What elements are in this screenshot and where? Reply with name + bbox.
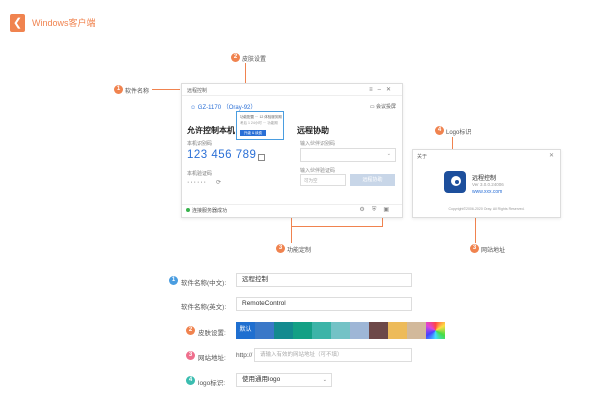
skin-swatch[interactable] <box>293 322 312 339</box>
callout-label-skin: 皮肤设置 <box>242 57 267 63</box>
name-en-label: 软件名称(英文): <box>181 304 227 311</box>
logo-select[interactable]: 使用通用logo ⌄ <box>236 373 332 387</box>
window-controls: ≡–✕ <box>369 86 396 93</box>
user-account[interactable]: ☺ GZ-1170 （Oray-92） <box>190 102 256 111</box>
copy-icon[interactable] <box>258 154 265 161</box>
partner-id-label: 输入伙伴识别码 <box>300 141 336 147</box>
about-window-title: 关于 <box>417 154 428 160</box>
skin-swatch[interactable] <box>407 322 426 339</box>
minimize-icon[interactable]: – <box>377 87 386 93</box>
callout-line <box>382 216 383 226</box>
close-icon[interactable]: ✕ <box>385 87 396 93</box>
user-name: GZ-1170 （Oray-92） <box>197 105 257 111</box>
partner-id-input[interactable]: ⌄ <box>300 148 396 162</box>
website-input[interactable]: 请输入有效的网站地址（可不填） <box>254 348 412 362</box>
form-badge-3: 3 <box>186 351 195 360</box>
logo-label: logo标识: <box>198 380 226 387</box>
name-cn-label: 软件名称(中文): <box>181 280 227 287</box>
skin-swatch[interactable] <box>255 322 274 339</box>
custom-color-picker-icon[interactable] <box>426 322 445 339</box>
allow-control-title: 允许控制本机 <box>187 126 235 135</box>
skin-swatch[interactable] <box>274 322 293 339</box>
about-website-link[interactable]: www.xxx.com <box>472 189 503 195</box>
shield-icon[interactable]: ⛨ <box>371 207 384 213</box>
callout-label-website: 网站地址 <box>481 248 506 254</box>
skin-swatch-default[interactable]: 默认 <box>236 322 255 339</box>
callout-badge-2: 2 <box>231 53 240 62</box>
connection-status: 连接服务器成功 <box>192 208 228 214</box>
form-badge-2: 2 <box>186 326 195 335</box>
lock-icon[interactable]: ▣ <box>383 207 396 213</box>
skin-swatch[interactable] <box>331 322 350 339</box>
skin-popup: 功能配置 ··· 12 体验服务期 考后 1 24小时 ··· 功能期 升级 &… <box>236 111 284 140</box>
callout-badge-1: 1 <box>114 85 123 94</box>
page-title: Windows客户端 <box>32 18 96 28</box>
about-window-preview: 关于 ✕ 远程控制 Ver 3.0.0.24006 www.xxx.com Co… <box>412 149 561 218</box>
popup-line: 功能配置 ··· 12 体验服务期 <box>240 115 282 119</box>
callout-badge-3: 3 <box>276 244 285 253</box>
remote-assist-button[interactable]: 远程协助 <box>350 174 395 186</box>
website-prefix: http:// <box>236 352 253 359</box>
upgrade-button[interactable]: 升级 & 续费 <box>240 130 266 136</box>
logo-select-value: 使用通用logo <box>242 376 281 383</box>
callout-label-software-name: 软件名称 <box>125 89 150 95</box>
skin-swatch[interactable] <box>312 322 331 339</box>
callout-line <box>291 226 383 227</box>
name-en-input[interactable]: RemoteControl <box>236 297 412 311</box>
menu-icon[interactable]: ≡ <box>369 87 378 93</box>
monitor-icon: ▭ <box>369 104 376 110</box>
name-cn-input[interactable]: 远程控制 <box>236 273 412 287</box>
divider <box>182 204 402 205</box>
back-button[interactable]: ❮ <box>10 14 25 32</box>
divider <box>182 95 402 96</box>
form-badge-4: 4 <box>186 376 195 385</box>
callout-badge-4: 4 <box>435 126 444 135</box>
verify-code-value: ······ <box>187 179 207 186</box>
footer-icons: ⚙⛨▣ <box>359 206 396 214</box>
logo-eye <box>455 180 459 184</box>
logo-ball <box>451 176 461 186</box>
partner-code-input[interactable]: 可为空 <box>300 174 346 186</box>
callout-badge-5: 3 <box>470 244 479 253</box>
app-logo-icon <box>444 171 466 193</box>
user-icon: ☺ <box>190 105 198 111</box>
close-icon[interactable]: ✕ <box>548 153 554 159</box>
about-copyright: Copyright©2006-2020 Oray. All Rights Res… <box>448 207 525 211</box>
chevron-left-icon: ❮ <box>12 17 23 29</box>
chevron-down-icon: ⌄ <box>322 377 327 383</box>
client-window-title: 远程控制 <box>187 88 208 94</box>
callout-label-logo: Logo标识 <box>446 130 472 136</box>
meeting-screencast-button[interactable]: ▭ 会议投屏 <box>370 103 396 110</box>
client-window-preview: 远程控制 ≡–✕ ☺ GZ-1170 （Oray-92） ▭ 会议投屏 允许控制… <box>181 83 403 218</box>
remote-assist-title: 远程协助 <box>297 126 329 135</box>
status-dot <box>186 208 190 212</box>
skin-label: 皮肤设置: <box>198 330 226 337</box>
chevron-down-icon: ⌄ <box>386 151 391 157</box>
skin-swatch[interactable] <box>388 322 407 339</box>
settings-icon[interactable]: ⚙ <box>359 207 372 213</box>
skin-swatch[interactable] <box>350 322 369 339</box>
device-id-label: 本机识别码 <box>187 141 213 147</box>
about-version: Ver 3.0.0.24006 <box>472 182 504 187</box>
website-label: 网站地址: <box>198 355 226 362</box>
form-badge-1: 1 <box>169 276 178 285</box>
verify-code-label: 本机验证码 <box>187 171 213 177</box>
popup-line: 考后 1 24小时 ··· 功能期 <box>240 121 278 125</box>
about-app-name: 远程控制 <box>472 176 497 182</box>
callout-line <box>152 89 180 90</box>
meeting-label: 会议投屏 <box>375 104 396 110</box>
device-id-value: 123 456 789 <box>187 149 257 161</box>
skin-swatch[interactable] <box>369 322 388 339</box>
refresh-icon[interactable]: ⟳ <box>216 180 222 186</box>
partner-code-label: 输入伙伴验证码 <box>300 168 336 174</box>
callout-label-function: 功能定制 <box>287 248 312 254</box>
